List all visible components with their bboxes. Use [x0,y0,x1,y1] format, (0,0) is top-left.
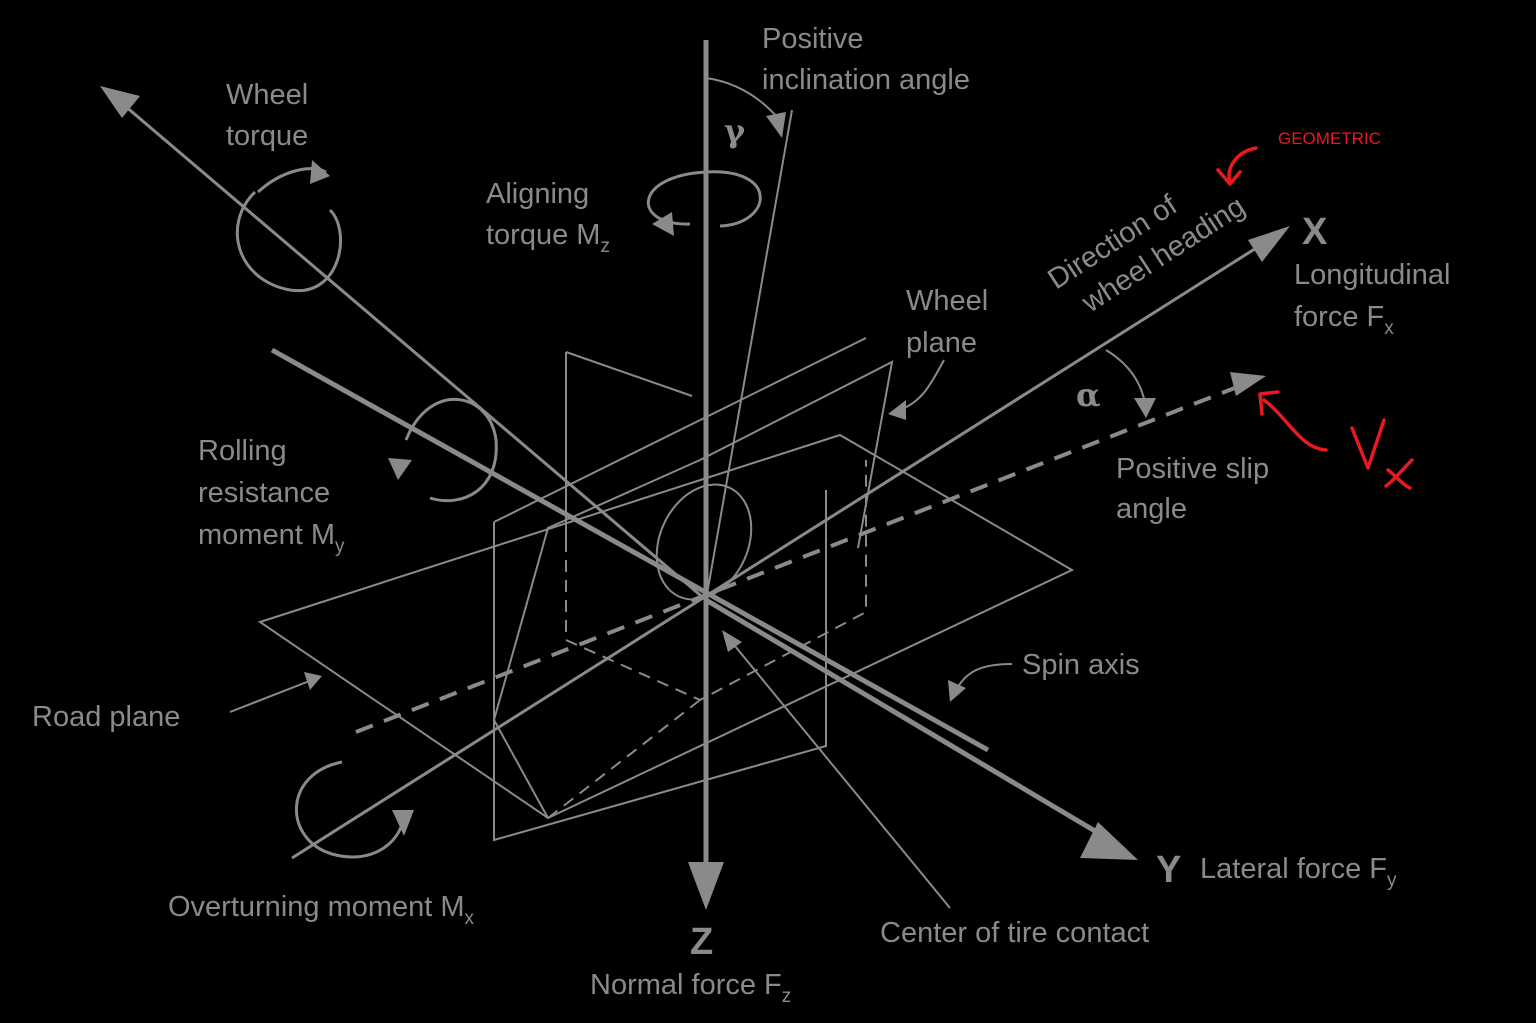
x-axis-line [291,236,1273,860]
z-axis-letter: Z [690,921,713,963]
velocity-direction-dashed [355,380,1251,734]
vx-arrow [1262,398,1328,452]
road-plane-label: Road plane [32,701,180,733]
wheel-torque-arrowhead [100,86,140,118]
overturning-label: Overturning moment Mx [168,891,475,929]
center-contact-label: Center of tire contact [880,917,1149,949]
rolling-resistance-loop [404,398,498,503]
longitudinal-label-line2: force Fx [1294,301,1394,339]
spin-axis-leader-head [948,680,966,702]
overturning-loop [295,760,406,859]
gamma-arrowhead [766,112,786,138]
geometric-arrow [1227,146,1258,184]
x-axis-arrowhead [1248,226,1290,262]
wheel-torque-loop [235,190,343,293]
center-contact-leader [729,639,951,909]
road-plane-leader-head [304,672,322,690]
vx-handwriting [1350,418,1414,490]
slip-angle-label-line2: angle [1116,493,1187,525]
road-plane-leader [229,679,313,713]
alpha-symbol: α [1076,376,1101,414]
rolling-label-line3: moment My [198,519,345,557]
alpha-arrowhead [1134,398,1156,418]
spin-axis-label: Spin axis [1022,649,1140,681]
inclination-label-line2: inclination angle [762,64,970,96]
wheel-ellipse [655,483,753,601]
y-axis-arrowhead [1080,822,1138,860]
direction-label: Direction of wheel heading [1042,189,1250,320]
aligning-torque-label-line1: Aligning [486,178,589,210]
normal-force-label: Normal force Fz [590,969,791,1007]
inclination-label-line1: Positive [762,23,864,55]
wheel-torque-loop-arrowhead [310,160,330,184]
rolling-label-line1: Rolling [198,435,287,467]
wheel-plane-label-line1: Wheel [906,285,988,317]
hidden-edge-2 [547,699,701,819]
wheel-plane-shape [493,490,827,842]
vx-arrowhead [1258,390,1280,416]
gamma-symbol: γ [724,112,746,150]
spin-axis-leader [955,663,1013,691]
slip-angle-label-line1: Positive slip [1116,453,1269,485]
road-plane-shape [257,433,1075,820]
spin-axis-line [270,347,990,753]
lateral-force-label: Lateral force Fy [1200,853,1397,891]
x-axis-letter: X [1302,211,1328,253]
wheel-torque-axis [117,98,707,602]
gamma-arc [705,77,779,119]
vx-annotation-text: Vx [1350,439,1352,441]
aligning-torque-arrowhead [652,212,674,236]
hidden-edges [565,460,867,702]
center-contact-leader-head [722,630,742,652]
y-axis-letter: Y [1156,849,1181,891]
rolling-resistance-arrowhead [388,458,412,480]
wheel-plane-leader [899,359,945,411]
wheel-torque-label-line1: Wheel [226,79,308,111]
wheel-plane-leader-head [888,400,906,420]
longitudinal-label-line1: Longitudinal [1294,259,1450,291]
aligning-torque-label-line2: torque Mz [486,219,610,257]
inclination-line [705,109,793,601]
wheel-torque-label-line2: torque [226,120,308,152]
geometric-annotation: GEOMETRIC [1278,129,1381,148]
rolling-label-line2: resistance [198,477,330,509]
velocity-arrowhead [1230,372,1266,396]
wheel-plane-label-line2: plane [906,327,977,359]
y-axis-line [704,597,1102,837]
wheel-plane-top [493,337,867,523]
z-axis-arrowhead [688,862,724,910]
inclined-wheel-plane [492,360,894,819]
aligning-torque-loop [647,170,762,228]
overturning-arrowhead [392,810,414,836]
geometric-arrowhead [1216,168,1242,186]
wheel-plane-back-top [565,351,693,397]
